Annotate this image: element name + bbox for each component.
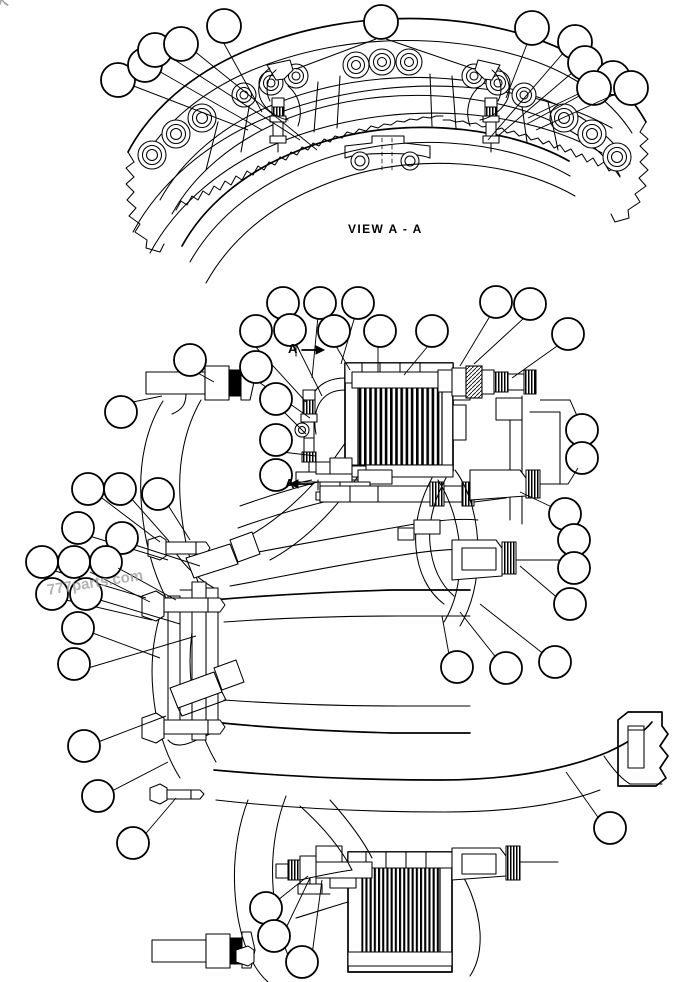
callout-balloon: [363, 4, 399, 40]
section-arrow-top: [295, 345, 326, 357]
callout-balloon: [514, 10, 550, 46]
callout-balloon: [100, 62, 136, 98]
boss-left-group: [137, 103, 217, 170]
bolt-left-4: [149, 783, 205, 805]
clamp-right: [461, 59, 537, 153]
main-assembly-callouts: [25, 285, 627, 979]
callout-balloon: [613, 70, 649, 106]
splined-stub-mid-right: [469, 411, 561, 501]
cylinder-mid-left: [169, 659, 245, 717]
bolt-left-2: [141, 590, 226, 622]
callout-balloon: [163, 26, 199, 62]
cylinder-mid-left-2: [185, 531, 261, 579]
section-marker-top-label: A: [288, 341, 298, 356]
view-a-a-drawing: [100, 4, 649, 284]
view-detail-label: VIEW A - A: [348, 222, 423, 236]
section-arrow-bottom: [288, 479, 319, 491]
callout-balloon: [206, 8, 242, 44]
section-marker-bottom-label: A: [285, 476, 295, 491]
bolt-left-3: [141, 712, 226, 744]
callout-balloon: [576, 70, 612, 106]
boss-top-center-group: [342, 48, 423, 79]
view-a-a-callouts: [100, 4, 649, 151]
main-assembly-drawing: [140, 362, 669, 982]
clamp-left: [231, 59, 309, 153]
lower-cooler-module: [347, 851, 453, 973]
boss-right-group: [549, 103, 632, 172]
